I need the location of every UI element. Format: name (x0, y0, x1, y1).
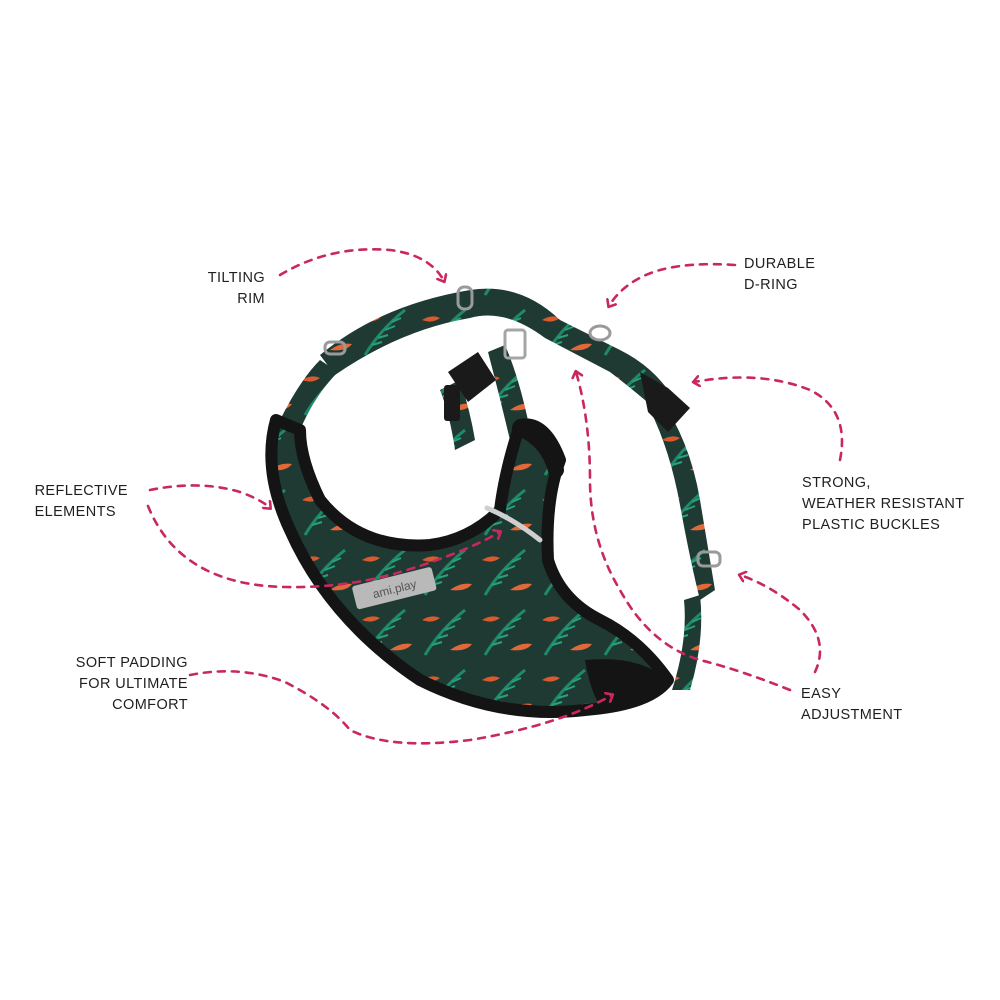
callout-line: REFLECTIVE (34, 483, 128, 499)
callout-plastic-buckles: STRONG, WEATHER RESISTANT PLASTIC BUCKLE… (802, 473, 965, 536)
callout-tilting-rim: TILTING RIM (208, 268, 265, 310)
neck-strap (320, 288, 668, 420)
buckle-left-side (444, 385, 460, 421)
callout-line: ELEMENTS (34, 504, 116, 520)
brand-tag: ami.play (352, 567, 437, 610)
buckle-right (640, 372, 690, 432)
slider-ring-right (696, 550, 722, 568)
callout-easy-adjustment: EASY ADJUSTMENT (801, 684, 902, 726)
callout-durable-d-ring: DURABLE D-RING (744, 254, 815, 296)
d-ring (588, 324, 612, 342)
callout-line: COMFORT (112, 697, 188, 713)
padded-body (265, 414, 674, 718)
callout-line: DURABLE (744, 256, 816, 272)
callout-line: PLASTIC BUCKLES (802, 517, 941, 533)
inner-trim (512, 420, 564, 478)
chest-strap-right (650, 395, 715, 600)
callout-line: TILTING (207, 270, 265, 286)
callout-line: SOFT PADDING (75, 655, 188, 671)
callout-line: EASY (801, 686, 842, 702)
neck-strap-left (280, 360, 338, 430)
callout-line: STRONG, (802, 475, 871, 491)
arrow-padding (188, 670, 612, 745)
slider-ring-left (323, 340, 347, 356)
arrow-reflective-2 (146, 504, 500, 589)
callout-reflective-elements: REFLECTIVE ELEMENTS (35, 481, 128, 523)
callout-line: D-RING (744, 277, 798, 293)
front-strap (488, 345, 530, 440)
slider-ring-front (503, 328, 527, 360)
harness-illustration: ami.play (265, 285, 722, 718)
arrow-buckles (694, 378, 844, 462)
tilting-rim-ring (456, 285, 474, 311)
belly-strap-right (672, 595, 702, 690)
callout-line: WEATHER RESISTANT (802, 496, 965, 512)
reflective-stripe (484, 505, 543, 543)
callout-line: ADJUSTMENT (801, 707, 903, 723)
arrow-d-ring (609, 262, 737, 306)
arrow-reflective-1 (148, 484, 270, 508)
arrow-adjustment-2 (740, 575, 822, 674)
callout-line: RIM (237, 291, 265, 307)
callout-line: FOR ULTIMATE (79, 676, 188, 692)
callout-soft-padding: SOFT PADDING FOR ULTIMATE COMFORT (76, 653, 188, 716)
callout-arrows (146, 248, 844, 745)
arrow-adjustment-1 (576, 372, 792, 692)
arrow-tilting-rim (278, 248, 444, 281)
